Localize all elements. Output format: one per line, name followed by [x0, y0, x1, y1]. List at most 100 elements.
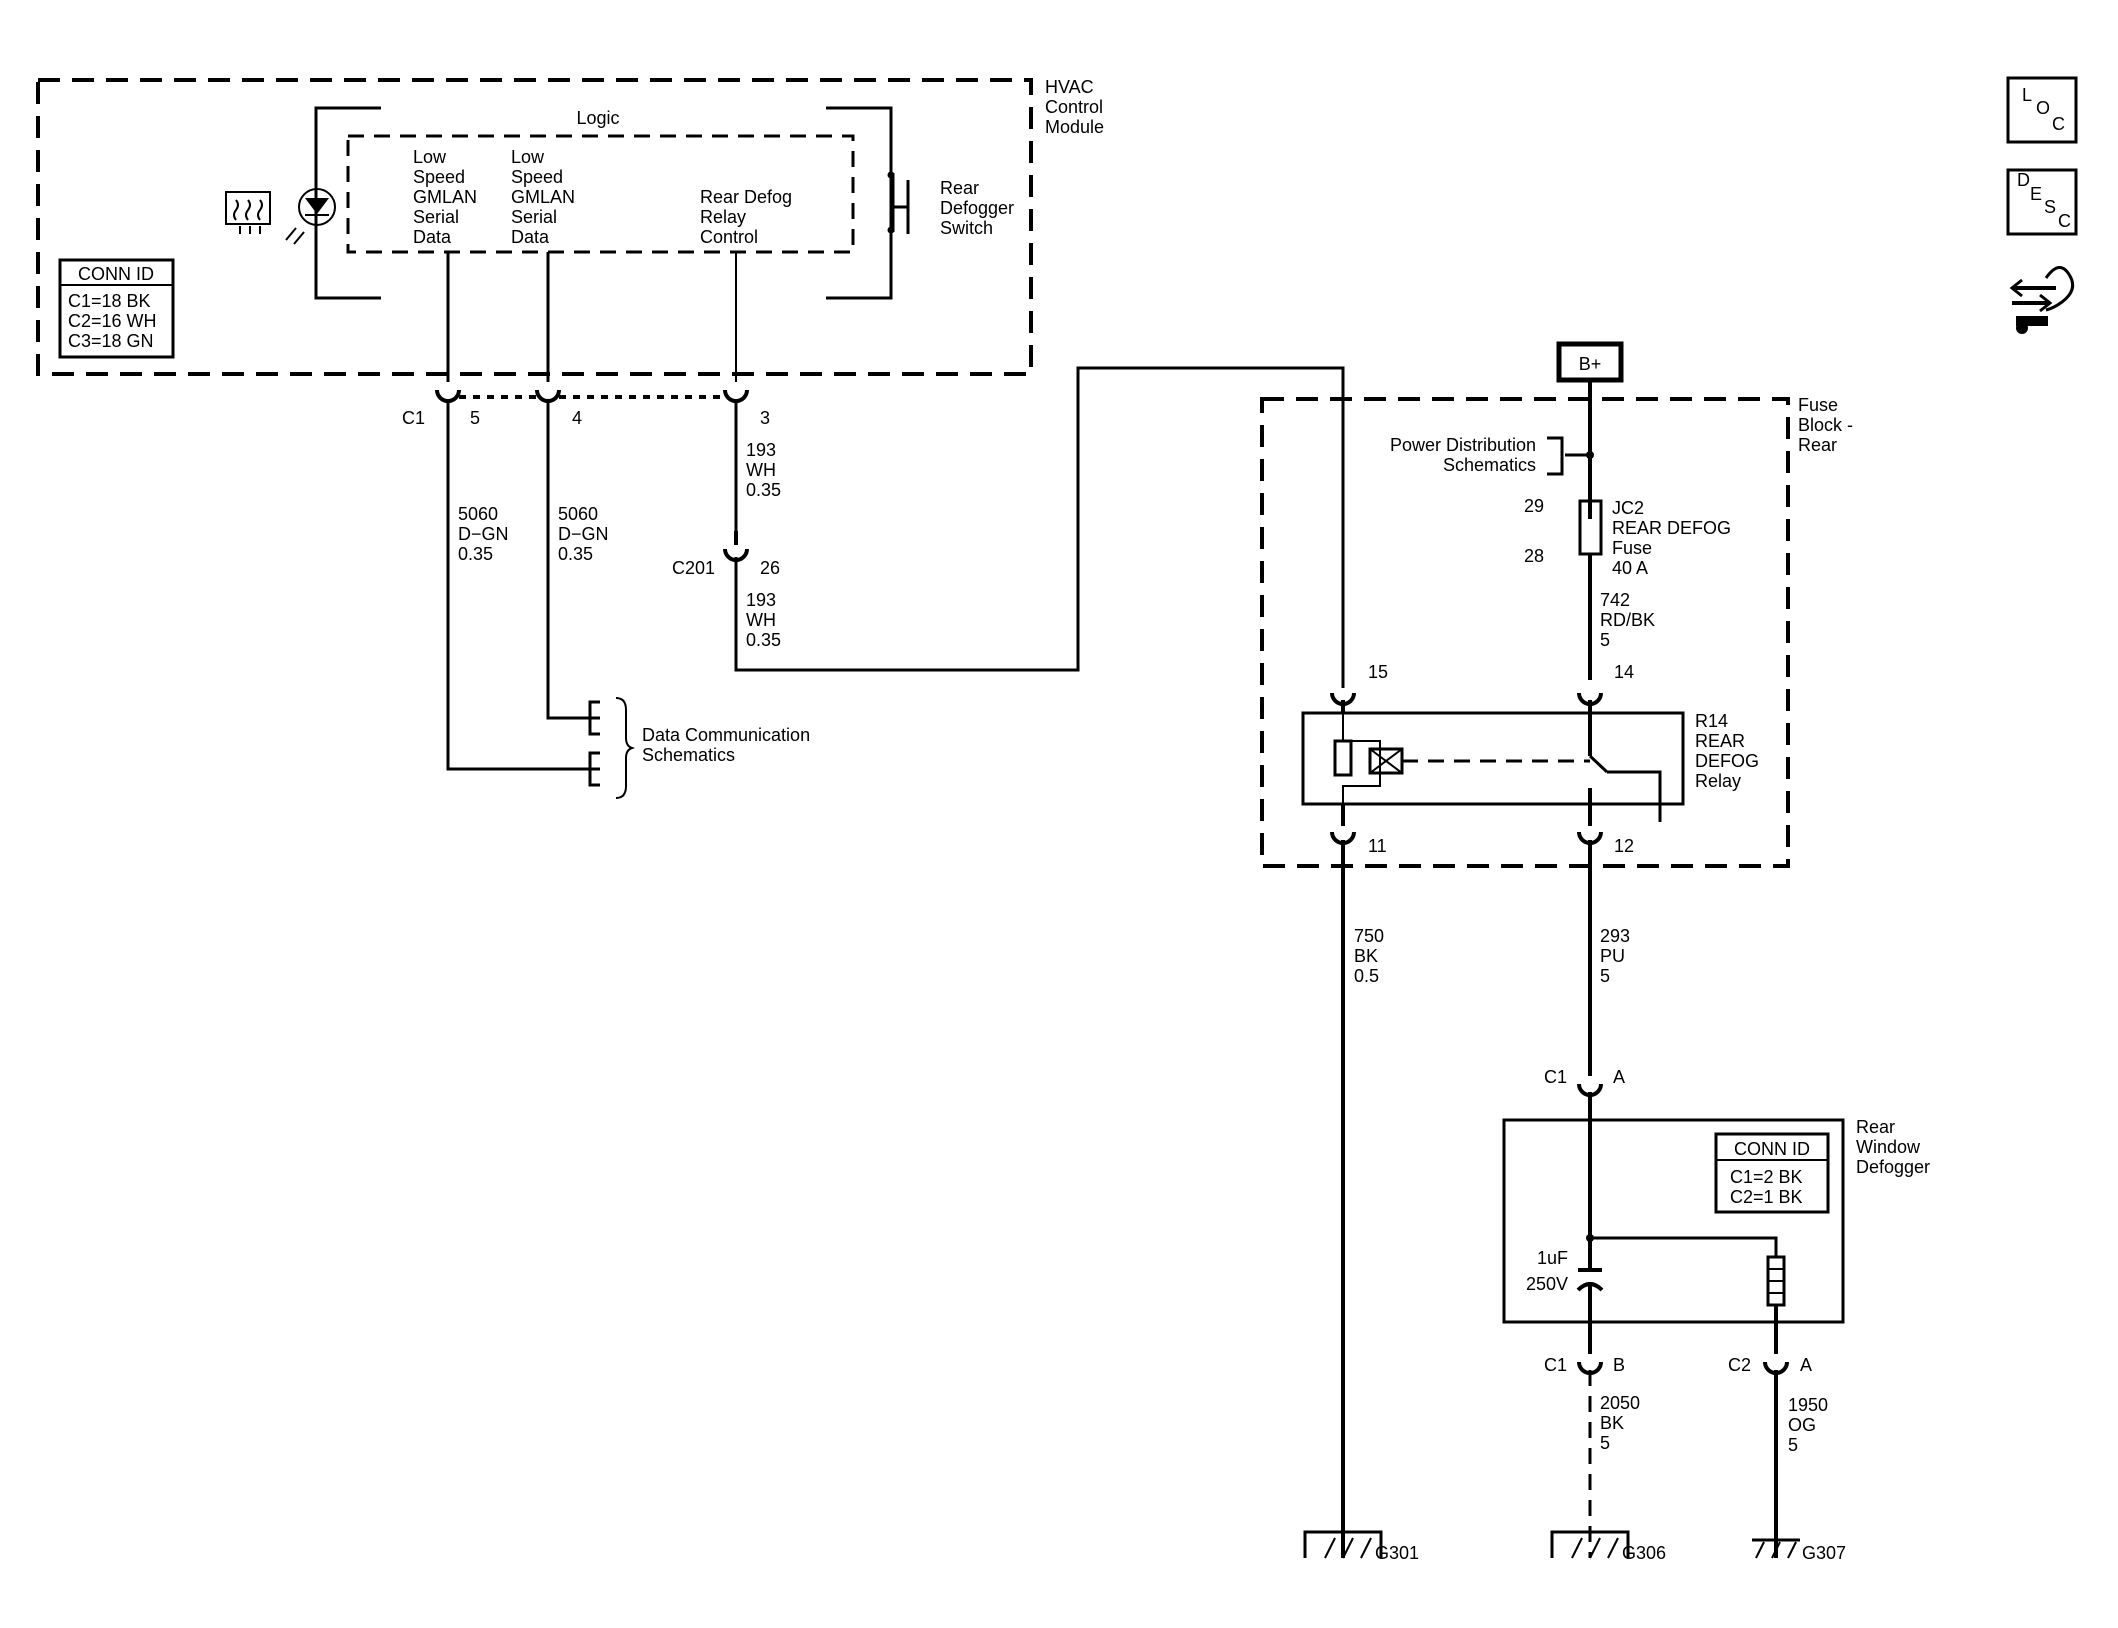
svg-text:OG: OG [1788, 1415, 1816, 1435]
svg-text:B+: B+ [1579, 354, 1602, 374]
svg-text:Window: Window [1856, 1137, 1921, 1157]
pin-label-1: Low Speed GMLAN Serial Data [413, 147, 477, 247]
capacitor-icon: 1uF 250V [1526, 1248, 1604, 1354]
hvac-control-module: HVAC Control Module Logic Low Speed GMLA… [36, 77, 1104, 382]
svg-text:A: A [1613, 1067, 1625, 1087]
svg-text:Speed: Speed [511, 167, 563, 187]
logic-label: Logic [576, 108, 619, 128]
pin-label-2: Low Speed GMLAN Serial Data [511, 147, 575, 247]
svg-text:G306: G306 [1622, 1543, 1666, 1563]
svg-text:4: 4 [572, 408, 582, 428]
svg-text:293: 293 [1600, 926, 1630, 946]
hvac-conn-id-table: CONN ID C1=18 BK C2=16 WH C3=18 GN [58, 258, 175, 359]
svg-text:Rear: Rear [1856, 1117, 1895, 1137]
svg-text:A: A [1800, 1355, 1812, 1375]
svg-text:Speed: Speed [413, 167, 465, 187]
connector-view-icon[interactable] [2009, 266, 2075, 334]
svg-text:C2: C2 [1728, 1355, 1751, 1375]
svg-text:5060: 5060 [558, 504, 598, 524]
fuse-block-rear: Fuse Block - Rear [1260, 395, 1853, 868]
svg-text:C1: C1 [1544, 1355, 1567, 1375]
desc-icon[interactable]: D E S C [2006, 168, 2078, 236]
svg-text:Defogger: Defogger [1856, 1157, 1930, 1177]
svg-text:E: E [2030, 184, 2042, 204]
svg-text:Fuse: Fuse [1612, 538, 1652, 558]
svg-text:29: 29 [1524, 496, 1544, 516]
svg-text:Relay: Relay [700, 207, 746, 227]
hvac-title-2: Control [1045, 97, 1103, 117]
connector-c1-hvac: C1 5 4 3 [402, 389, 770, 428]
svg-text:193: 193 [746, 440, 776, 460]
svg-text:WH: WH [746, 610, 776, 630]
svg-text:C2=1 BK: C2=1 BK [1730, 1187, 1803, 1207]
svg-text:28: 28 [1524, 546, 1544, 566]
ground-g306: G306 [1550, 1530, 1666, 1563]
svg-text:0.35: 0.35 [746, 630, 781, 650]
svg-text:742: 742 [1600, 590, 1630, 610]
svg-text:Low: Low [413, 147, 447, 167]
svg-text:BK: BK [1354, 946, 1378, 966]
svg-text:BK: BK [1600, 1413, 1624, 1433]
svg-text:PU: PU [1600, 946, 1625, 966]
svg-text:5: 5 [1600, 630, 1610, 650]
svg-text:RD/BK: RD/BK [1600, 610, 1655, 630]
heater-grid-icon [1766, 1255, 1786, 1354]
svg-text:C: C [2058, 211, 2071, 231]
svg-text:Rear Defog: Rear Defog [700, 187, 792, 207]
svg-text:C1: C1 [402, 408, 425, 428]
pin-label-3: Rear Defog Relay Control [700, 187, 792, 247]
connector-c201: C201 26 193 WH 0.35 [672, 366, 1345, 688]
svg-text:Defogger: Defogger [940, 198, 1014, 218]
svg-text:750: 750 [1354, 926, 1384, 946]
loc-icon[interactable]: L O C [2006, 76, 2078, 144]
heated-window-icon [225, 191, 271, 234]
fuse-jc2: 29 28 JC2 REAR DEFOG Fuse 40 A 742 RD/BK… [1524, 496, 1731, 680]
svg-text:Low: Low [511, 147, 545, 167]
svg-text:D: D [2017, 170, 2030, 190]
data-communication-link[interactable]: Data Communication Schematics [588, 697, 810, 799]
svg-text:R14: R14 [1695, 711, 1728, 731]
svg-text:B: B [1613, 1355, 1625, 1375]
svg-text:Block -: Block - [1798, 415, 1853, 435]
svg-text:GMLAN: GMLAN [413, 187, 477, 207]
svg-text:REAR DEFOG: REAR DEFOG [1612, 518, 1731, 538]
svg-text:0.35: 0.35 [746, 480, 781, 500]
ground-g307: G307 [1752, 1538, 1846, 1563]
svg-text:1950: 1950 [1788, 1395, 1828, 1415]
power-distribution-link[interactable]: Power Distribution Schematics [1390, 435, 1564, 476]
svg-text:Serial: Serial [511, 207, 557, 227]
svg-text:26: 26 [760, 558, 780, 578]
svg-text:Schematics: Schematics [642, 745, 735, 765]
svg-text:GMLAN: GMLAN [511, 187, 575, 207]
svg-text:C201: C201 [672, 558, 715, 578]
svg-text:Control: Control [700, 227, 758, 247]
svg-text:0.35: 0.35 [558, 544, 593, 564]
svg-text:G301: G301 [1375, 1543, 1419, 1563]
svg-text:DEFOG: DEFOG [1695, 751, 1759, 771]
svg-text:C: C [2052, 114, 2065, 134]
svg-text:REAR: REAR [1695, 731, 1745, 751]
b-plus-terminal: B+ [1556, 341, 1624, 519]
svg-text:WH: WH [746, 460, 776, 480]
svg-text:D−GN: D−GN [458, 524, 509, 544]
svg-text:Schematics: Schematics [1443, 455, 1536, 475]
svg-text:5: 5 [1788, 1435, 1798, 1455]
rear-defogger-switch: Rear Defogger Switch [887, 108, 1014, 298]
svg-text:3: 3 [760, 408, 770, 428]
svg-text:12: 12 [1614, 836, 1634, 856]
svg-text:S: S [2044, 197, 2056, 217]
svg-text:1uF: 1uF [1537, 1248, 1568, 1268]
svg-text:CONN ID: CONN ID [1734, 1139, 1810, 1159]
svg-text:C3=18 GN: C3=18 GN [68, 331, 154, 351]
svg-text:L: L [2022, 85, 2032, 105]
led-icon [285, 188, 336, 245]
wires-relay-out: 750 BK 0.5 293 PU 5 [1341, 840, 1630, 1558]
svg-text:JC2: JC2 [1612, 498, 1644, 518]
svg-text:Rear: Rear [1798, 435, 1837, 455]
svg-text:5: 5 [1600, 966, 1610, 986]
relay-r14: 15 14 11 12 R14 REAR DEFOG Relay [1301, 662, 1759, 856]
svg-text:CONN ID: CONN ID [78, 264, 154, 284]
svg-text:Data Communication: Data Communication [642, 725, 810, 745]
hvac-title-1: HVAC [1045, 77, 1094, 97]
